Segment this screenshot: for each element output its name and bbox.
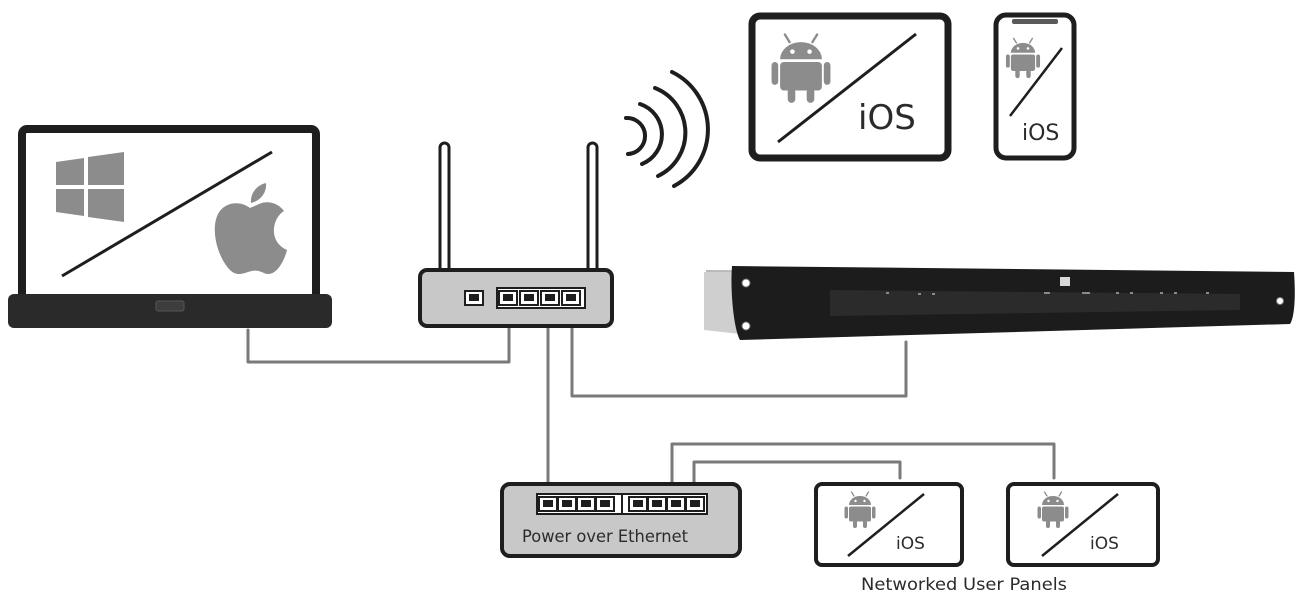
tablet-os-label: iOS (858, 98, 916, 138)
user-panel-2-os-divider (1041, 493, 1119, 557)
rack-ear-screw-top (741, 278, 751, 288)
rack-logo-badge (1060, 277, 1070, 286)
poe-switch-label: Power over Ethernet (522, 527, 688, 547)
user-panel-1-frame (814, 482, 964, 567)
poe-switch: Power over Ethernet (500, 482, 742, 558)
router-lan-ports (496, 287, 586, 309)
cable-poe-panel1 (692, 460, 902, 494)
phone-speaker (1012, 19, 1058, 24)
cable-laptop-router (246, 303, 511, 364)
poe-switch-ports (536, 493, 708, 515)
rack-unit-bevel (830, 290, 1240, 316)
phone: iOS (993, 12, 1077, 161)
rack-ear-screw-right (1276, 297, 1284, 305)
rack-ear-screw-bottom (741, 321, 751, 331)
laptop (8, 125, 332, 328)
user-panel-2: iOS (1006, 482, 1160, 567)
laptop-os-divider (61, 150, 273, 278)
router-wan-port (464, 290, 484, 306)
cable-router-rack (570, 303, 908, 398)
cable-poe-panel2 (670, 442, 1056, 494)
user-panel-2-frame (1006, 482, 1160, 567)
laptop-trackpad-notch (155, 300, 185, 312)
router (418, 141, 614, 328)
panels-caption: Networked User Panels (861, 575, 1067, 595)
tablet-os-divider (777, 32, 917, 144)
user-panel-2-os-label: iOS (1090, 534, 1119, 554)
user-panel-1-os-label: iOS (896, 534, 925, 554)
user-panel-1-os-divider (847, 493, 925, 557)
rack-status-leds (886, 292, 1209, 295)
phone-os-divider (1009, 47, 1063, 117)
phone-os-label: iOS (1022, 121, 1059, 146)
tablet: iOS (748, 12, 952, 162)
wifi-signal-icon (624, 70, 710, 188)
rack-unit-side (704, 272, 740, 334)
cables (246, 303, 1056, 494)
rack-processor (704, 266, 1295, 340)
apple-logo-icon (214, 183, 287, 275)
user-panel-1: iOS (814, 482, 964, 567)
windows-logo-icon (56, 152, 124, 222)
